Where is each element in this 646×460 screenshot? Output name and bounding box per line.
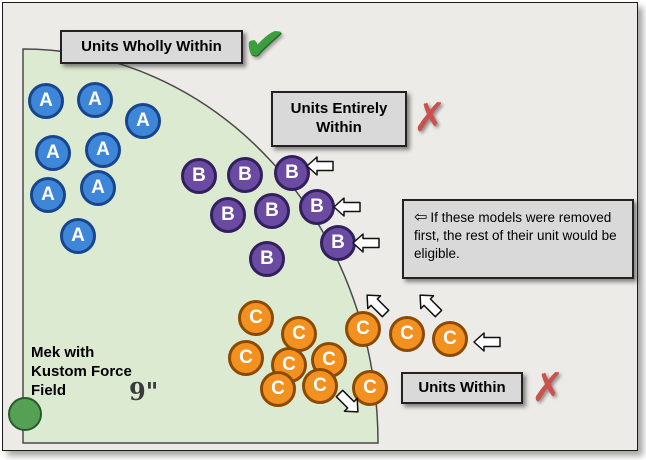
model-unit-c: C	[352, 370, 388, 406]
model-letter: B	[238, 164, 252, 185]
model-letter: C	[282, 354, 296, 375]
model-letter: C	[271, 378, 285, 399]
mek-caption-line: Kustom Force	[31, 363, 132, 380]
model-unit-c: C	[238, 300, 274, 336]
model-letter: B	[265, 200, 279, 221]
label-text: Units Entirely Within	[290, 100, 388, 136]
model-unit-c: C	[432, 321, 468, 357]
model-letter: A	[91, 177, 105, 198]
model-unit-b: B	[249, 241, 285, 277]
model-letter: A	[39, 90, 53, 111]
model-letter: B	[331, 232, 345, 253]
model-unit-a: A	[60, 218, 96, 254]
model-unit-a: A	[80, 170, 116, 206]
model-letter: A	[88, 89, 102, 110]
note-text: If these models were removed first, the …	[414, 210, 617, 261]
model-letter: A	[41, 184, 55, 205]
label-text: Units Within	[418, 378, 506, 396]
note-eligibility: ⇦If these models were removed first, the…	[402, 199, 634, 279]
model-letter: B	[285, 162, 299, 183]
label-units-wholly-within: Units Wholly Within	[60, 30, 243, 64]
radius-label: 9"	[129, 377, 159, 406]
mek-caption: Mek with Kustom Force Field	[31, 343, 132, 400]
model-unit-b: B	[210, 197, 246, 233]
cross-icon: ✗	[531, 366, 565, 410]
model-unit-a: A	[77, 82, 113, 118]
block-arrow-icon	[352, 233, 380, 253]
diagram-frame: A A A A A A A A B B B B B B B B C C C C …	[2, 2, 638, 451]
label-units-within: Units Within	[401, 372, 523, 404]
model-unit-c: C	[281, 316, 317, 352]
model-letter: C	[292, 323, 306, 344]
model-unit-c: C	[389, 316, 425, 352]
label-units-entirely-within: Units Entirely Within	[271, 91, 407, 147]
mek-caption-line: Field	[31, 382, 67, 399]
model-unit-b: B	[274, 155, 310, 191]
model-unit-b: B	[181, 158, 217, 194]
model-letter: C	[356, 318, 370, 339]
model-unit-a: A	[28, 83, 64, 119]
model-letter: B	[192, 165, 206, 186]
model-letter: C	[443, 328, 457, 349]
model-letter: C	[363, 377, 377, 398]
model-letter: C	[249, 307, 263, 328]
model-unit-c: C	[260, 371, 296, 407]
model-unit-b: B	[254, 193, 290, 229]
model-unit-a: A	[85, 132, 121, 168]
block-arrow-icon	[333, 197, 361, 217]
model-letter: C	[239, 347, 253, 368]
model-unit-a: A	[35, 135, 71, 171]
block-arrow-icon	[306, 156, 334, 176]
model-unit-b: B	[320, 225, 356, 261]
arrow-left-icon: ⇦	[414, 209, 428, 226]
check-icon: ✔	[239, 13, 289, 75]
model-letter: B	[221, 204, 235, 225]
label-text: Units Wholly Within	[81, 37, 222, 55]
model-letter: C	[322, 349, 336, 370]
model-unit-c: C	[302, 368, 338, 404]
model-letter: A	[71, 225, 85, 246]
model-unit-a: A	[125, 103, 161, 139]
mek-model	[8, 397, 42, 431]
model-letter: B	[310, 196, 324, 217]
block-arrow-icon	[412, 287, 446, 321]
block-arrow-icon	[473, 332, 501, 352]
model-unit-b: B	[299, 189, 335, 225]
model-letter: B	[260, 248, 274, 269]
model-letter: A	[46, 142, 60, 163]
model-unit-c: C	[228, 340, 264, 376]
model-unit-b: B	[227, 157, 263, 193]
model-unit-a: A	[30, 177, 66, 213]
model-unit-c: C	[345, 311, 381, 347]
model-letter: A	[96, 139, 110, 160]
cross-icon: ✗	[413, 96, 447, 140]
model-letter: C	[313, 375, 327, 396]
model-letter: C	[400, 323, 414, 344]
mek-caption-line: Mek with	[31, 344, 95, 361]
model-letter: A	[136, 110, 150, 131]
